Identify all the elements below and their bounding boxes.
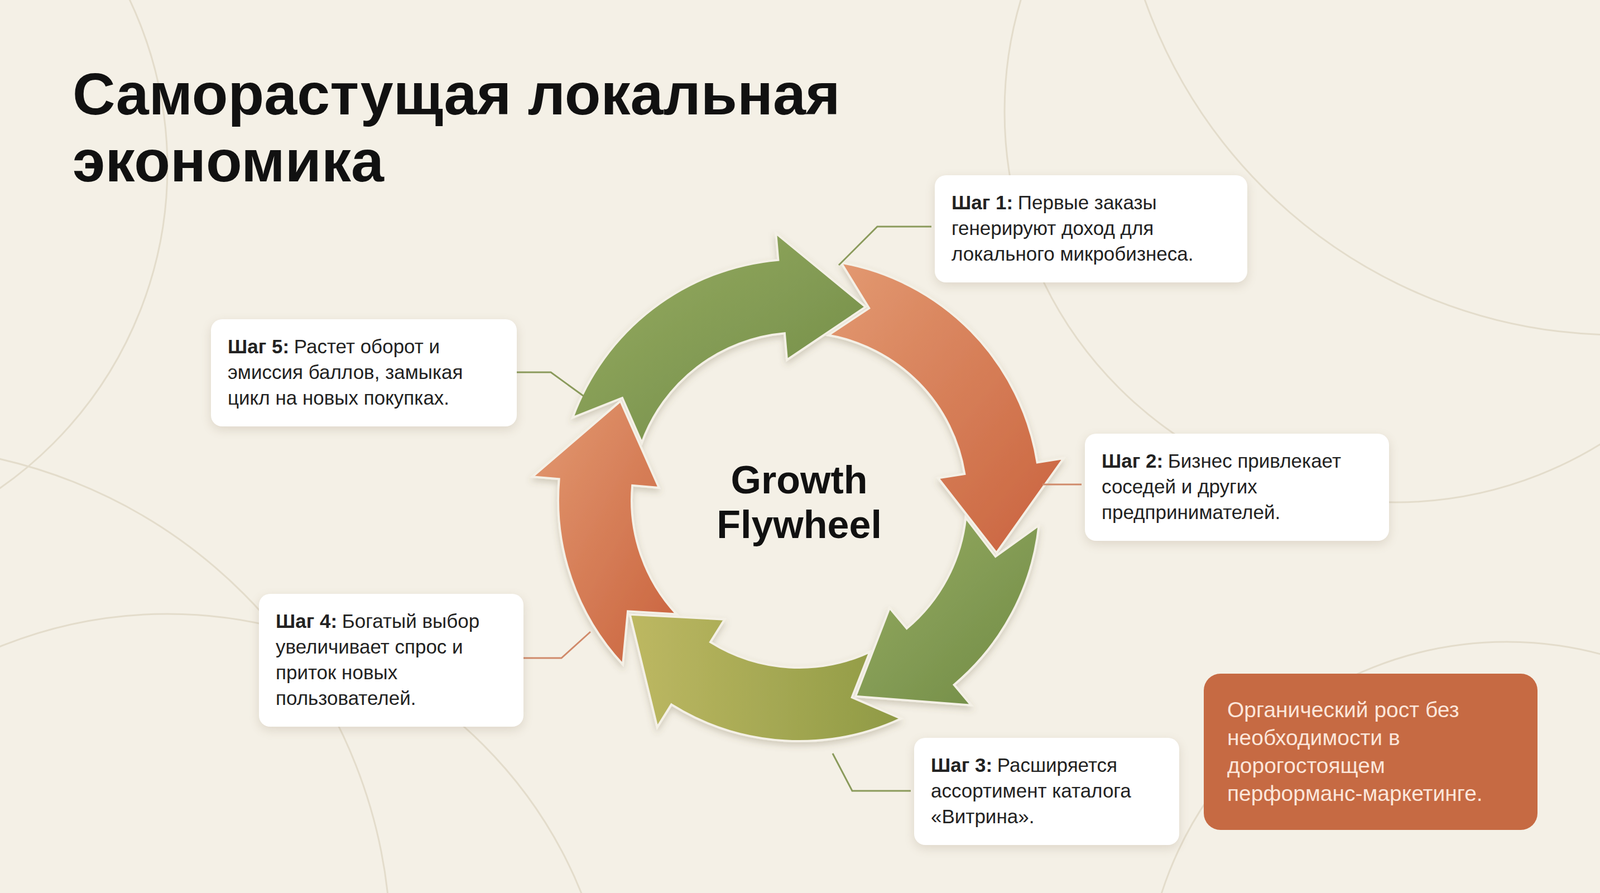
background-arc <box>1144 641 1600 893</box>
note-box: Органический рост без необходимости в до… <box>1203 673 1538 830</box>
flywheel-arrow <box>855 517 1040 705</box>
leader-line <box>516 372 586 398</box>
step-heading: Шаг 3: <box>930 753 993 776</box>
leader-line <box>838 226 932 266</box>
leader-line <box>1042 483 1082 486</box>
box-text: Органический рост без необходимости в до… <box>1227 697 1483 806</box>
flywheel-arrow <box>532 401 677 665</box>
step-box: Шаг 5:Растет оборот и эмиссия баллов, за… <box>210 319 517 427</box>
step-heading: Шаг 2: <box>1101 449 1164 472</box>
step-box: Шаг 1:Первые заказы генерируют доход для… <box>934 175 1248 283</box>
flywheel-arrow <box>630 614 902 742</box>
center-label: Growth Flywheel <box>698 457 900 547</box>
step-heading: Шаг 4: <box>275 609 338 632</box>
leader-line <box>523 631 591 658</box>
step-box: Шаг 4:Богатый выбор увеличивает спрос и … <box>258 593 524 727</box>
step-heading: Шаг 5: <box>227 335 290 358</box>
background-arc <box>1116 0 1600 335</box>
step-heading: Шаг 1: <box>951 191 1013 214</box>
step-box: Шаг 2:Бизнес привлекает соседей и других… <box>1084 433 1390 541</box>
leader-line <box>832 753 911 791</box>
step-box: Шаг 3:Расширяется ассортимент каталога «… <box>914 737 1180 845</box>
title: Саморастущая локальная экономика <box>72 60 977 195</box>
